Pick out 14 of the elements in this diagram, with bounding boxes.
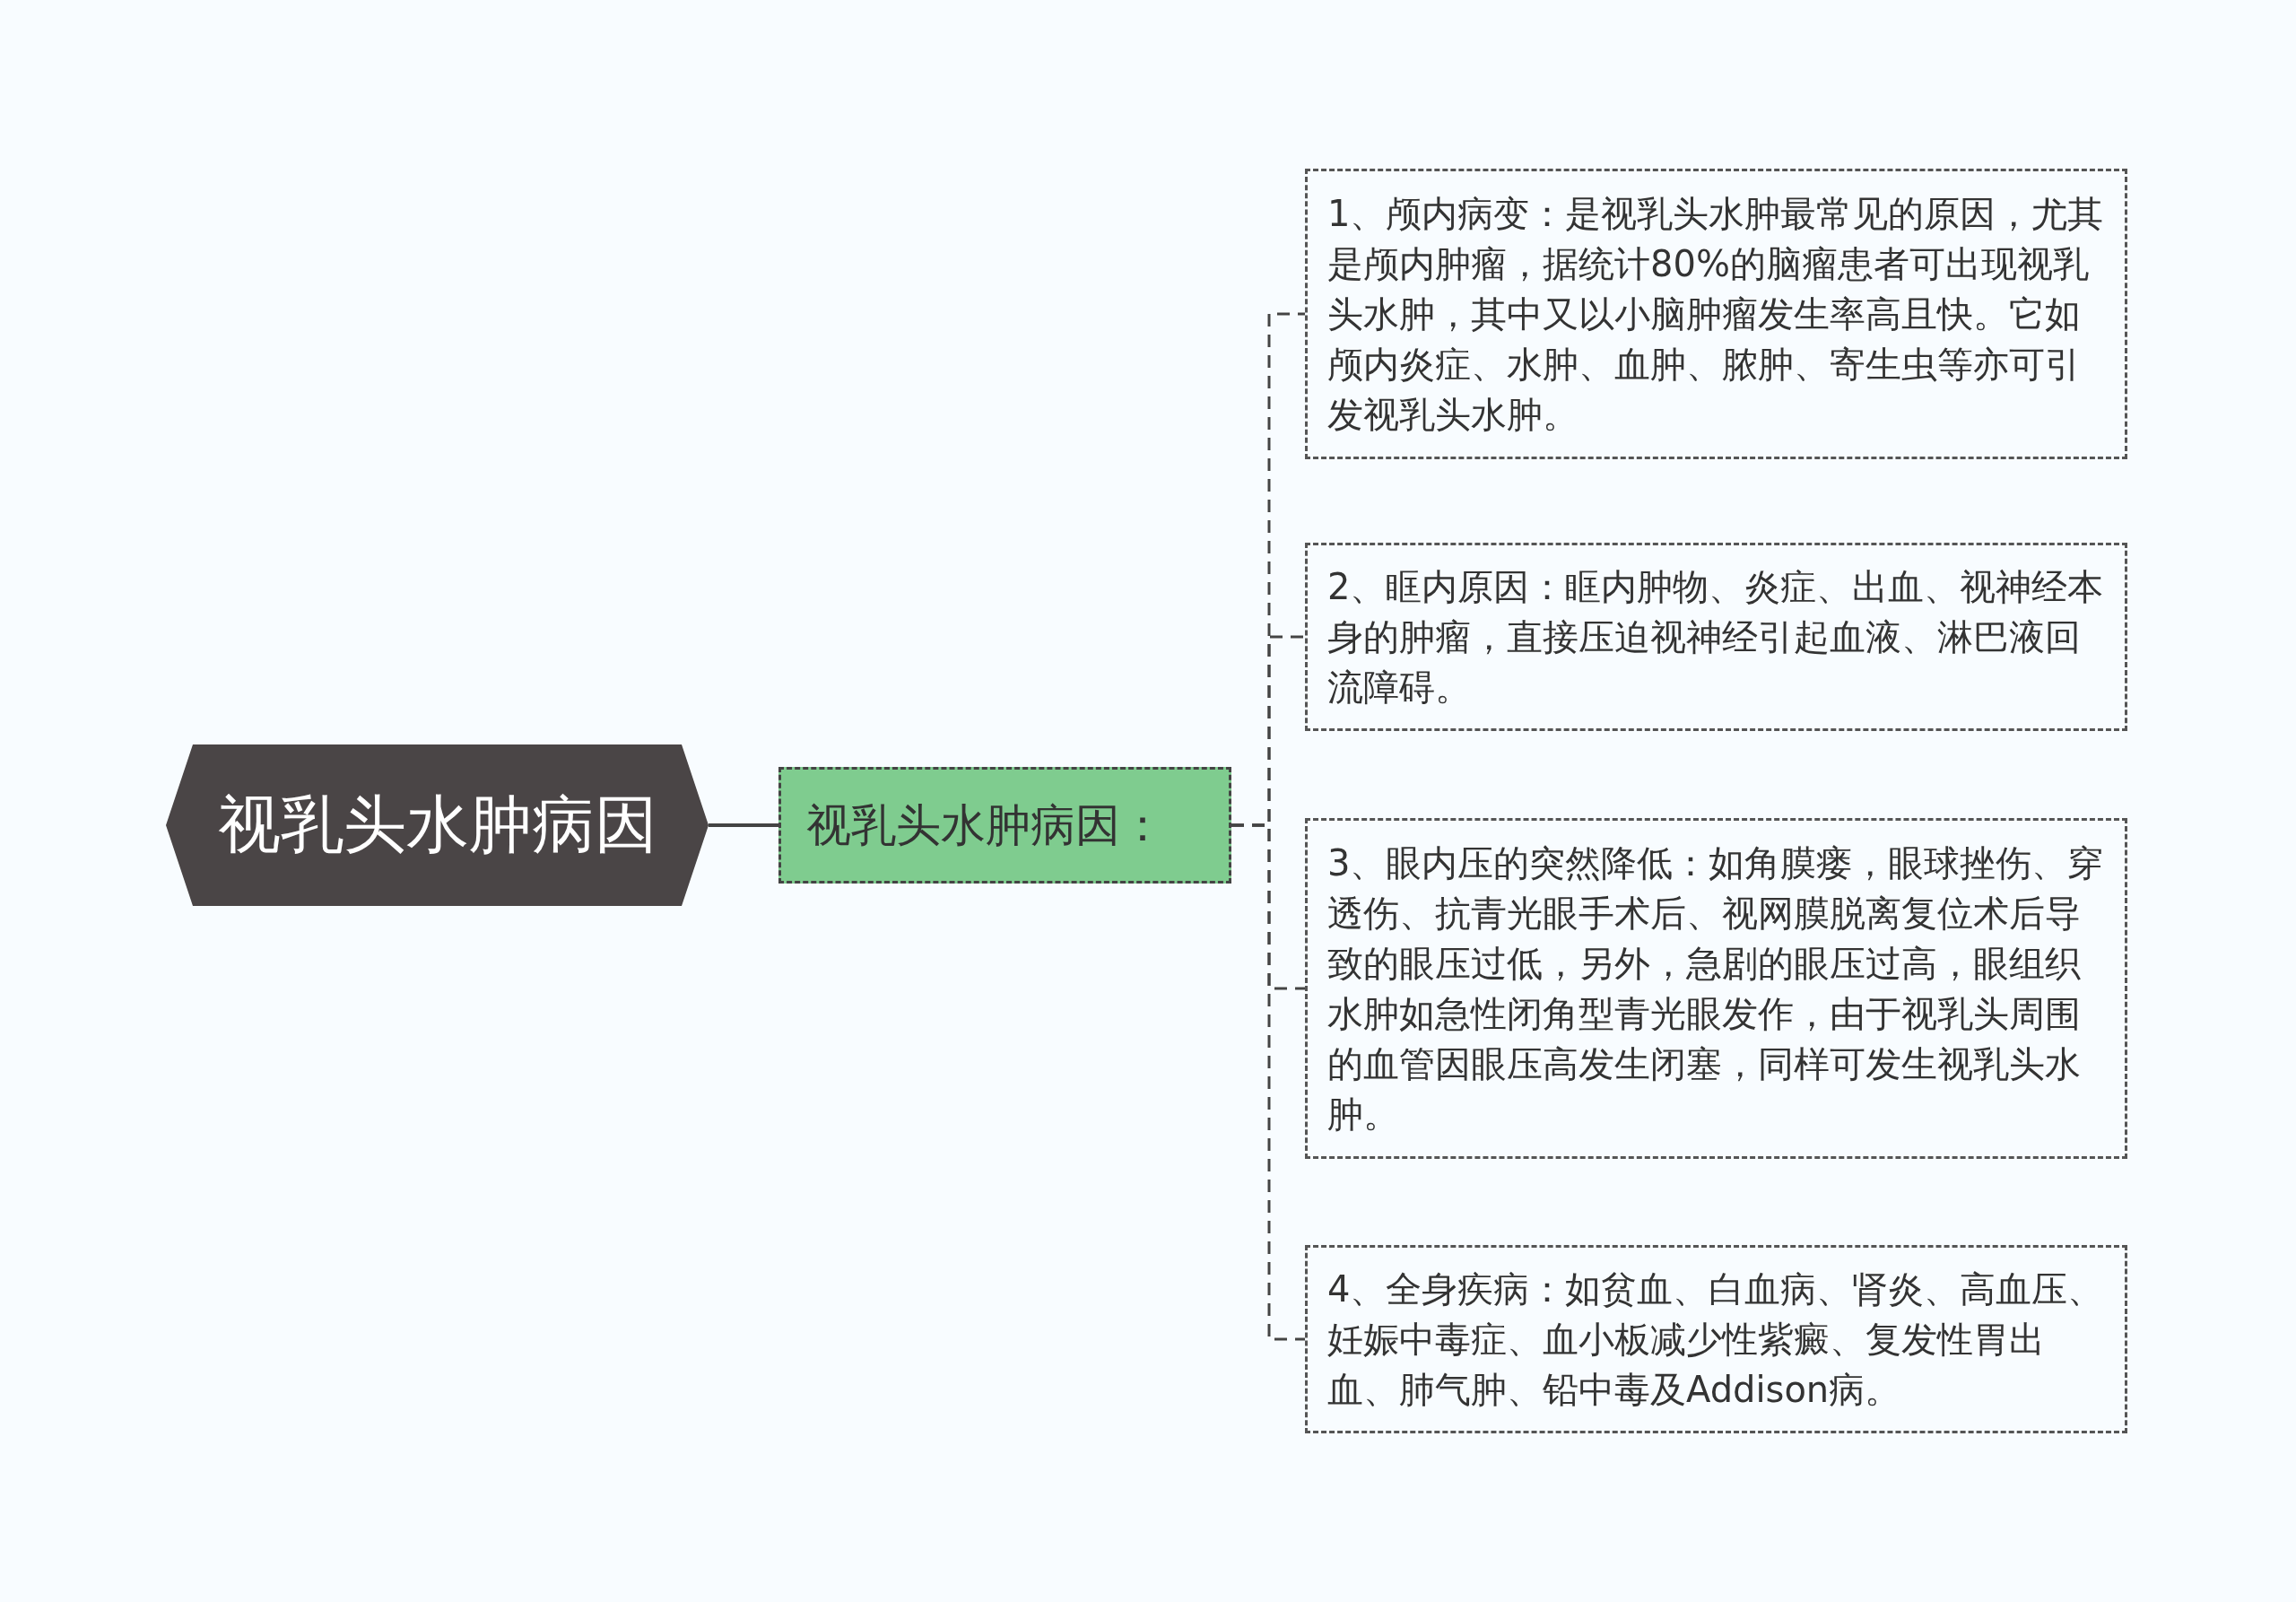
connector-line [709,823,778,827]
cause-box [1305,818,2127,1159]
connector-line [1231,823,1305,1341]
cause-box [1305,543,2127,731]
subtopic-box [778,767,1231,884]
cause-box [1305,1245,2127,1433]
topic-text: 视乳头水肿病因 [217,787,657,863]
topic-text: 视乳头水肿病因： [806,797,1165,853]
cause-text: 4、全身疾病：如贫血、白血病、肾炎、高血压、妊娠中毒症、血小板减少性紫癜、复发性胃出血、肺气肿、铅中毒及Addison病。 [1327,1267,2105,1412]
cause-text: 2、眶内原因：眶内肿物、炎症、出血、视神经本身的肿瘤，直接压迫视神经引起血液、淋巴液回流障碍。 [1327,565,2105,710]
topic-hexagon [166,744,709,906]
cause-text: 1、颅内病变：是视乳头水肿最常见的原因，尤其是颅内肿瘤，据统计80%的脑瘤患者可出现视乳头水肿，其中又以小脑肿瘤发生率高且快。它如颅内炎症、水肿、血肿、脓肿、寄生虫等亦可引发视乳头水肿。 [1327,192,2105,437]
cause-box [1305,169,2127,459]
cause-text: 3、眼内压的突然降低：如角膜瘘，眼球挫伤、穿透伤、抗青光眼手术后、视网膜脱离复位术后导致的眼压过低，另外，急剧的眼压过高，眼组织水肿如急性闭角型青光眼发作，由于视乳头周围的血管因眼压高发生闭塞，同样可发生视乳头水肿。 [1327,841,2105,1136]
